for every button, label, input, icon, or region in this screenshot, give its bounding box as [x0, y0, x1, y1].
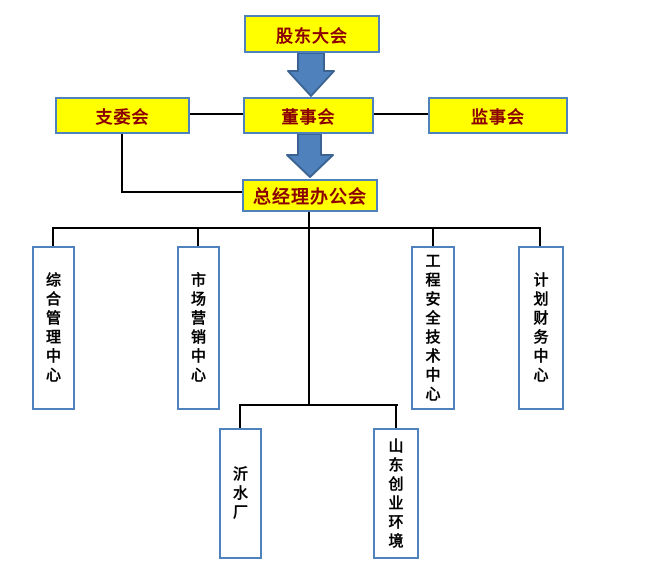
node-board-of-supervisors-label: 监事会	[471, 108, 525, 127]
node-branch-committee: 支委会	[55, 97, 190, 134]
connector-main-horizontal	[52, 227, 541, 229]
connector-lower-horizontal	[239, 404, 398, 406]
node-general-manager-office: 总经理办公会	[242, 179, 378, 212]
connector-stub-shandong	[395, 404, 397, 428]
connector-stub-center2	[197, 227, 199, 246]
connector-stub-center1	[52, 227, 54, 246]
node-subsidiary-shandong-chuangye-label: 山东创业环境	[388, 437, 404, 550]
node-subsidiary-yishui-plant: 沂水厂	[219, 428, 262, 559]
node-subsidiary-yishui-plant-label: 沂水厂	[233, 466, 249, 521]
node-center-marketing-label: 市场营销中心	[191, 272, 207, 384]
node-center-engineering-safety-tech-label: 工程安全技术中心	[425, 253, 441, 403]
node-board-of-directors: 董事会	[243, 97, 374, 134]
node-center-general-management-label: 综合管理中心	[46, 272, 62, 384]
node-board-of-supervisors: 监事会	[428, 97, 568, 134]
node-board-of-directors-label: 董事会	[281, 108, 336, 127]
node-general-manager-office-label: 总经理办公会	[253, 186, 367, 207]
connector-elbow-vertical	[121, 133, 123, 193]
node-center-planning-finance-label: 计划财务中心	[533, 272, 549, 384]
node-shareholders-meeting: 股东大会	[244, 15, 380, 53]
connector-stub-center3	[432, 227, 434, 246]
connector-center-vertical	[308, 212, 310, 406]
connector-stub-yishui	[239, 404, 241, 428]
connector-elbow-horizontal	[121, 191, 242, 193]
down-arrow-icon-middle	[286, 133, 334, 178]
node-shareholders-meeting-label: 股东大会	[276, 26, 348, 46]
connector-zhiwei-dongshi	[190, 113, 243, 115]
node-center-marketing: 市场营销中心	[177, 246, 220, 410]
down-arrow-icon-top	[287, 52, 335, 97]
node-subsidiary-shandong-chuangye: 山东创业环境	[373, 428, 419, 559]
node-center-planning-finance: 计划财务中心	[518, 246, 564, 410]
node-center-general-management: 综合管理中心	[32, 246, 75, 410]
connector-dongshi-jianshi	[374, 113, 428, 115]
node-center-engineering-safety-tech: 工程安全技术中心	[411, 246, 455, 410]
node-branch-committee-label: 支委会	[95, 108, 150, 127]
connector-stub-center4	[539, 227, 541, 246]
